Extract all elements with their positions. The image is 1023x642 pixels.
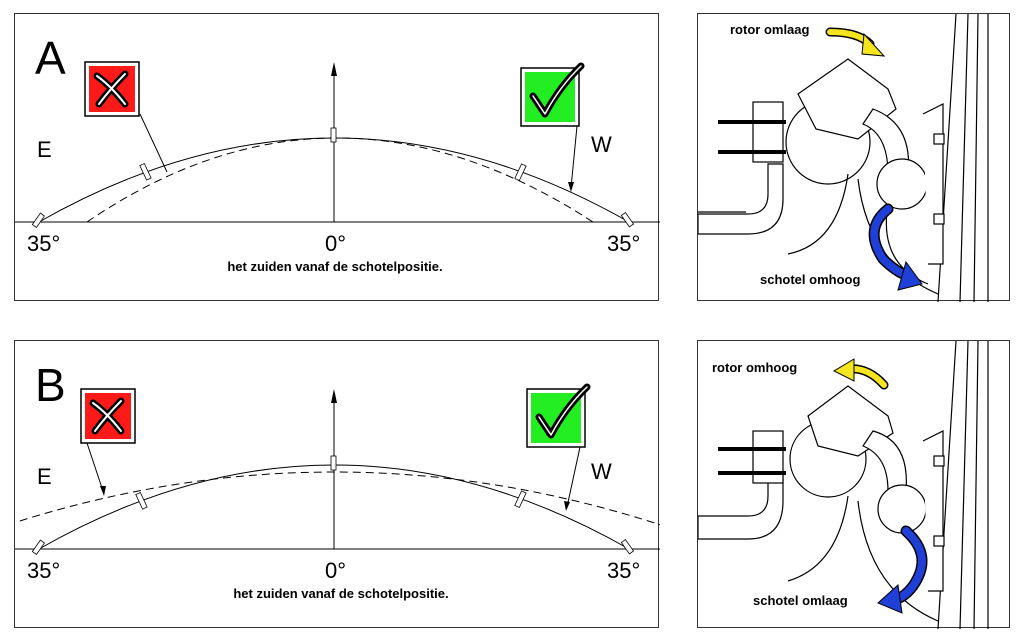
caption: het zuiden vanaf de schotelpositie. xyxy=(233,586,448,601)
rotor-body xyxy=(718,58,945,295)
wall xyxy=(937,340,989,630)
tick-mark xyxy=(620,538,635,555)
south-arrow-head xyxy=(331,389,337,403)
panel-letter: B xyxy=(35,359,66,411)
tick-mark xyxy=(31,539,46,556)
rotor-label: rotor omlaag xyxy=(730,22,810,37)
mast-pipe xyxy=(697,163,784,235)
yellow-arrow-icon xyxy=(832,358,889,390)
tick-mark xyxy=(139,162,152,181)
dish-label: schotel omhoog xyxy=(760,272,860,287)
cross-pointer xyxy=(139,113,168,173)
degree-left: 35° xyxy=(27,558,60,583)
blue-arrow-icon xyxy=(877,525,928,614)
rotor-photo-a: rotor omlaag schotel omhoog xyxy=(697,13,1010,303)
diagram-panel-b: B E W 35° 0° 35° het zuiden vanaf de sch… xyxy=(0,340,674,628)
tick-mark xyxy=(330,455,337,471)
check-pointer xyxy=(570,125,578,189)
yellow-arrow-icon xyxy=(825,27,886,57)
cross-pointer-head xyxy=(100,486,106,496)
caption: het zuiden vanaf de schotelpositie. xyxy=(227,259,442,274)
check-pointer-head xyxy=(564,501,570,511)
tick-mark xyxy=(31,212,46,229)
tick-mark xyxy=(135,491,148,510)
check-pointer-head xyxy=(568,182,574,192)
rotor-label: rotor omhoog xyxy=(712,360,797,375)
tick-mark xyxy=(620,211,635,228)
green-check-icon xyxy=(526,383,591,448)
tick-mark xyxy=(330,127,337,143)
panel-letter: A xyxy=(35,32,66,84)
degree-center: 0° xyxy=(325,231,346,256)
degree-center: 0° xyxy=(325,558,346,583)
diagram-panel-a: A E W 35° 0° 35° het zuiden vanaf de sch… xyxy=(14,13,660,301)
tick-mark xyxy=(514,163,527,182)
west-label: W xyxy=(591,132,612,157)
west-label: W xyxy=(591,459,612,484)
south-arrow-head xyxy=(331,62,337,76)
rotor-photo-b: rotor omhoog schotel omlaag xyxy=(697,340,1010,630)
red-cross-icon xyxy=(80,388,136,444)
dashed-arc xyxy=(0,471,674,530)
degree-left: 35° xyxy=(27,231,60,256)
dashed-arc xyxy=(86,137,594,223)
blue-arrow-icon xyxy=(868,203,923,291)
rotor-drawing-a: rotor omlaag schotel omhoog xyxy=(697,13,989,303)
red-cross-icon xyxy=(84,61,140,117)
rotor-drawing-b: rotor omhoog schotel omlaag xyxy=(697,340,989,630)
tick-mark xyxy=(514,490,527,509)
mast-pipe xyxy=(697,470,784,540)
dish-label: schotel omlaag xyxy=(753,593,848,608)
rotor-body xyxy=(718,385,945,622)
check-pointer xyxy=(566,446,581,508)
cross-pointer xyxy=(86,442,104,492)
wall xyxy=(937,13,989,303)
arc-diagram-b: B E W 35° 0° 35° het zuiden vanaf de sch… xyxy=(0,359,674,601)
arc-diagram-a: A E W 35° 0° 35° het zuiden vanaf de sch… xyxy=(15,32,660,274)
degree-right: 35° xyxy=(607,231,640,256)
degree-right: 35° xyxy=(607,558,640,583)
east-label: E xyxy=(37,464,52,489)
green-check-icon xyxy=(520,62,585,127)
east-label: E xyxy=(37,137,52,162)
